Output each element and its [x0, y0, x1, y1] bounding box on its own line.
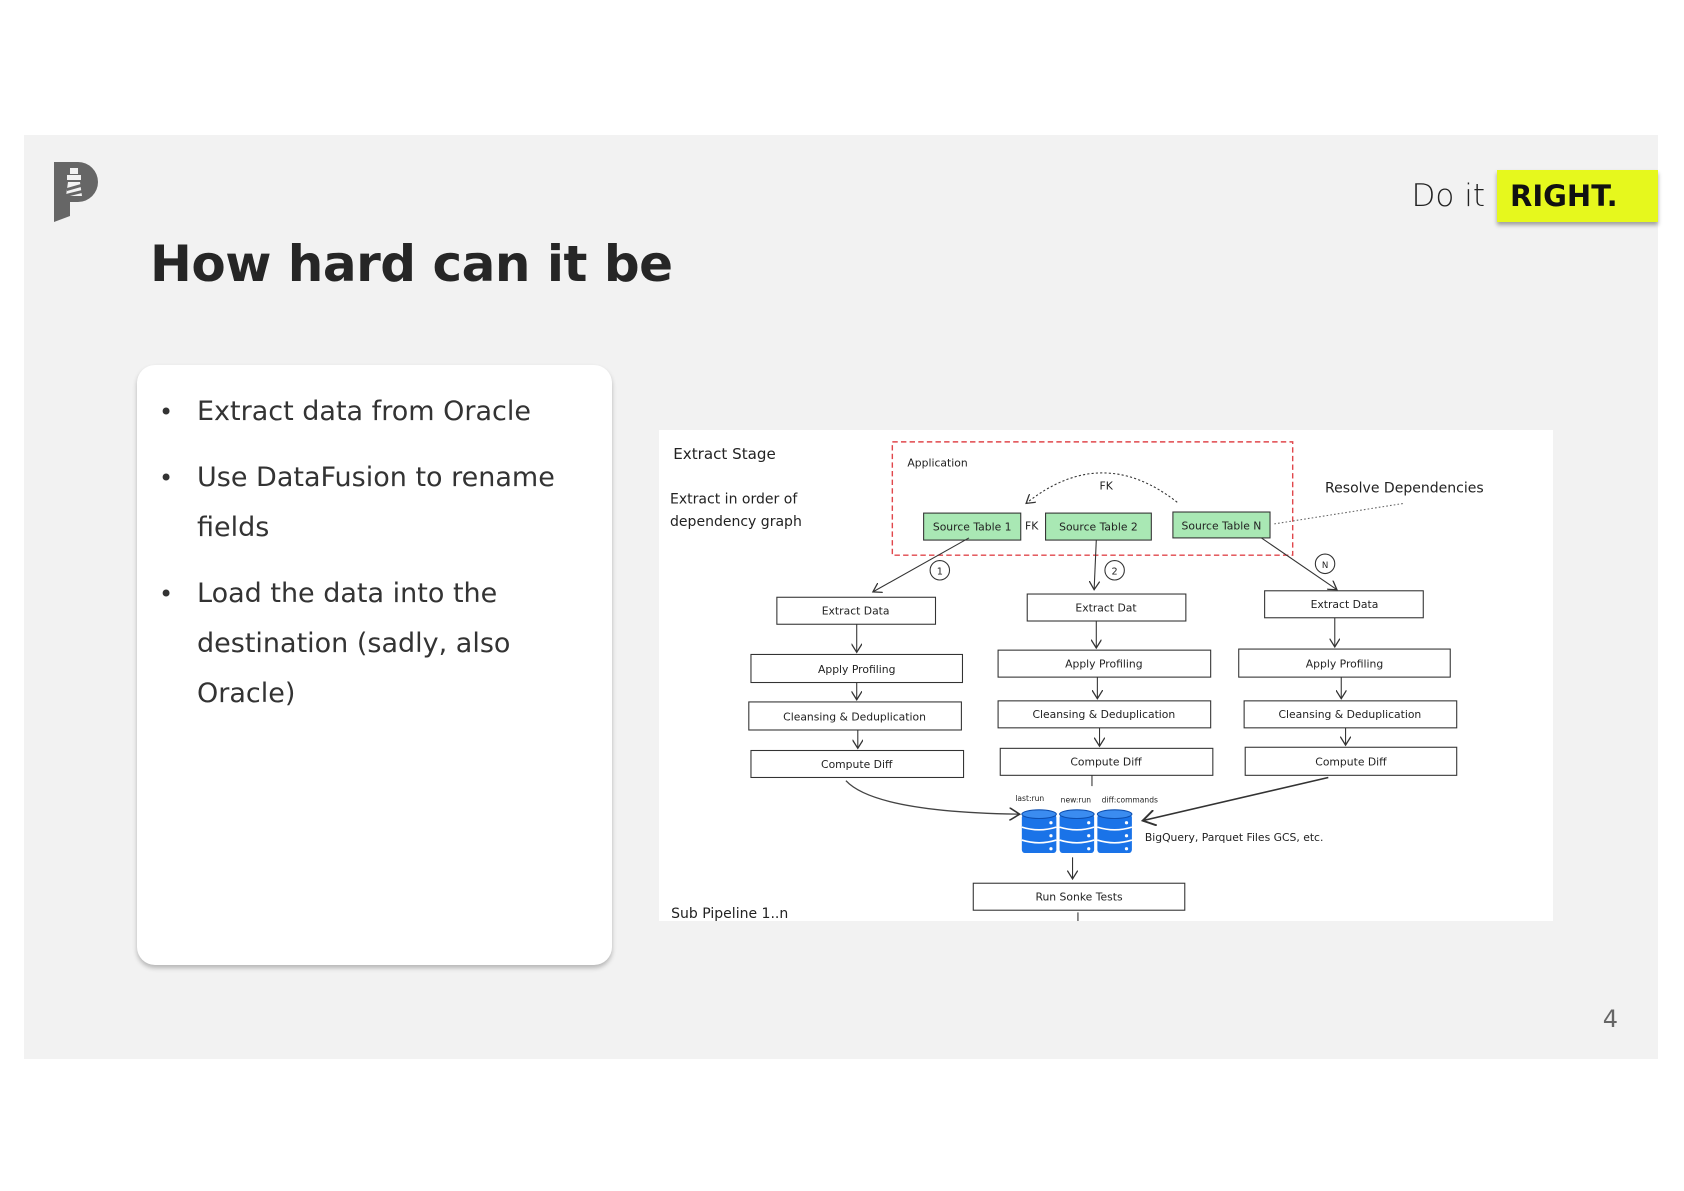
step-label: Apply Profiling	[818, 663, 895, 676]
order-marker	[1314, 553, 1336, 575]
bullet-item: Use DataFusion to rename fields	[159, 453, 592, 553]
step-label: Apply Profiling	[1306, 657, 1383, 670]
storage-label: new:run	[1061, 795, 1092, 804]
source-table-n	[1172, 511, 1271, 539]
resolve-pointer	[1274, 502, 1404, 525]
source-label: Source Table 2	[1059, 520, 1138, 533]
application-group	[891, 441, 1294, 556]
fk-arc	[1026, 472, 1178, 503]
source-label: Source Table N	[1182, 519, 1262, 532]
step-label: Cleansing & Deduplication	[1032, 708, 1175, 721]
bullet-list: Extract data from Oracle Use DataFusion …	[137, 365, 612, 719]
flow-arrow	[1094, 540, 1096, 590]
storage-caption: BigQuery, Parquet Files GCS, etc.	[1145, 831, 1324, 844]
pipeline-column-1: Extract Data Apply Profiling Cleansing &…	[748, 596, 965, 779]
step-label: Extract Data	[1311, 598, 1379, 611]
flow-arrow	[1261, 537, 1337, 590]
flow-arrow	[1143, 776, 1329, 820]
note-line-1: Extract in order of	[670, 491, 798, 507]
step-label: Run Sonke Tests	[1035, 890, 1123, 903]
pipeline-column-2: Extract Dat Apply Profiling Cleansing & …	[997, 593, 1214, 787]
fk-between-label: FK	[1025, 519, 1039, 532]
step-label: Extract Data	[822, 605, 890, 618]
bullet-item: Load the data into the destination (sadl…	[159, 569, 592, 719]
group-label: Application	[907, 457, 967, 470]
note-line-2: dependency graph	[670, 514, 802, 530]
step-label: Extract Dat	[1075, 601, 1136, 614]
step-label: Compute Diff	[1070, 756, 1142, 769]
source-label: Source Table 1	[933, 520, 1012, 533]
order-marker	[929, 560, 951, 581]
fk-label: FK	[1100, 479, 1114, 492]
step-label: Compute Diff	[1315, 756, 1387, 769]
order-marker-label: N	[1322, 561, 1328, 571]
page-number: 4	[1602, 1005, 1618, 1033]
order-marker-label: 1	[937, 567, 943, 578]
order-marker-label: 2	[1112, 567, 1118, 578]
lighthouse-logo-icon	[54, 162, 98, 222]
step-label: Apply Profiling	[1065, 657, 1142, 670]
smoke-tests-step	[972, 882, 1186, 911]
flow-arrow	[845, 780, 1020, 814]
bullet-card: Extract data from Oracle Use DataFusion …	[137, 365, 612, 965]
tagline: Do it RIGHT.	[1412, 170, 1658, 222]
resolve-label: Resolve Dependencies	[1325, 481, 1484, 497]
step-label: Compute Diff	[821, 758, 893, 771]
step-label: Cleansing & Deduplication	[783, 710, 926, 723]
stage-title: Extract Stage	[673, 445, 775, 463]
source-table-1	[923, 512, 1022, 541]
page-title: How hard can it be	[150, 235, 673, 293]
pipeline-diagram: Extract Stage Extract in order of depend…	[659, 430, 1553, 921]
storage-label: last:run	[1015, 794, 1044, 803]
flow-arrow	[873, 537, 970, 592]
pipeline-column-3: Extract Data Apply Profiling Cleansing &…	[1238, 590, 1458, 776]
tagline-prefix: Do it	[1411, 178, 1485, 214]
order-marker	[1104, 560, 1125, 581]
step-label: Cleansing & Deduplication	[1278, 708, 1421, 721]
bullet-item: Extract data from Oracle	[159, 387, 592, 437]
slide: Do it RIGHT. How hard can it be Extract …	[24, 135, 1658, 1059]
source-table-2	[1045, 512, 1152, 541]
sub-pipeline-label: Sub Pipeline 1..n	[671, 906, 788, 921]
tagline-badge: RIGHT.	[1497, 170, 1658, 222]
storage-label: diff:commands	[1102, 795, 1158, 804]
database-icon	[1021, 809, 1133, 854]
